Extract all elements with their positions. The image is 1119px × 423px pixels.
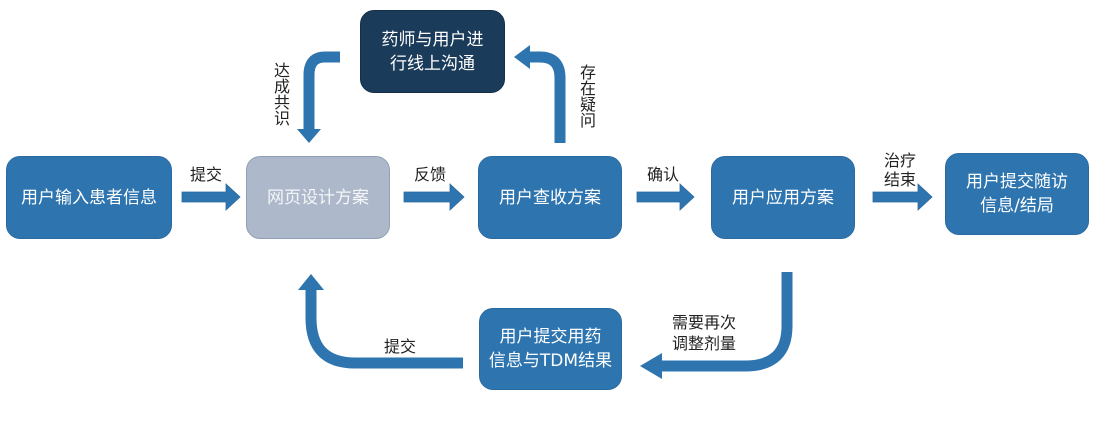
arrow-apply-to-tdm-shaft bbox=[660, 272, 793, 372]
edge-label-tdm-to-design: 提交 bbox=[384, 337, 417, 356]
node-patient-input: 用户输入患者信息 bbox=[6, 156, 172, 239]
arrowhead-to-design-bottom bbox=[298, 274, 324, 290]
arrow-review-to-apply bbox=[636, 183, 695, 211]
node-user-apply: 用户应用方案 bbox=[711, 156, 855, 239]
node-user-review: 用户查收方案 bbox=[478, 156, 622, 239]
edge-label-input-to-design: 提交 bbox=[190, 165, 223, 184]
node-user-review-label: 用户查收方案 bbox=[499, 187, 601, 208]
arrowhead-to-tdm bbox=[640, 353, 662, 379]
arrowhead-to-design-top bbox=[297, 129, 321, 143]
node-followup: 用户提交随访 信息/结局 bbox=[945, 153, 1089, 235]
arrow-design-to-review bbox=[403, 183, 465, 211]
edge-label-review-to-comm: 存在疑问 bbox=[577, 64, 596, 128]
edge-label-design-to-review: 反馈 bbox=[414, 165, 447, 184]
arrow-review-to-comm-shaft bbox=[528, 51, 566, 143]
node-web-design: 网页设计方案 bbox=[246, 156, 390, 239]
node-patient-input-label: 用户输入患者信息 bbox=[21, 187, 157, 208]
node-pharmacist-comm: 药师与用户进 行线上沟通 bbox=[360, 10, 505, 93]
arrow-apply-to-followup bbox=[872, 183, 933, 211]
arrow-tdm-to-design-shaft bbox=[305, 290, 463, 369]
arrowhead-to-comm bbox=[514, 45, 530, 69]
edge-label-review-to-apply: 确认 bbox=[647, 165, 680, 184]
node-user-apply-label: 用户应用方案 bbox=[732, 187, 834, 208]
edge-label-apply-to-followup: 治疗 结束 bbox=[884, 151, 917, 189]
edge-label-apply-to-tdm: 需要再次 调整剂量 bbox=[672, 313, 737, 353]
arrow-input-to-design bbox=[181, 183, 241, 211]
node-tdm-submit: 用户提交用药 信息与TDM结果 bbox=[479, 308, 622, 390]
node-followup-label: 用户提交随访 信息/结局 bbox=[966, 172, 1068, 216]
arrow-comm-to-design-shaft bbox=[303, 51, 340, 130]
node-pharmacist-comm-label: 药师与用户进 行线上沟通 bbox=[381, 29, 484, 74]
node-tdm-submit-label: 用户提交用药 信息与TDM结果 bbox=[488, 327, 613, 371]
edge-label-comm-to-design: 达成共识 bbox=[271, 62, 290, 126]
node-web-design-label: 网页设计方案 bbox=[267, 187, 369, 208]
